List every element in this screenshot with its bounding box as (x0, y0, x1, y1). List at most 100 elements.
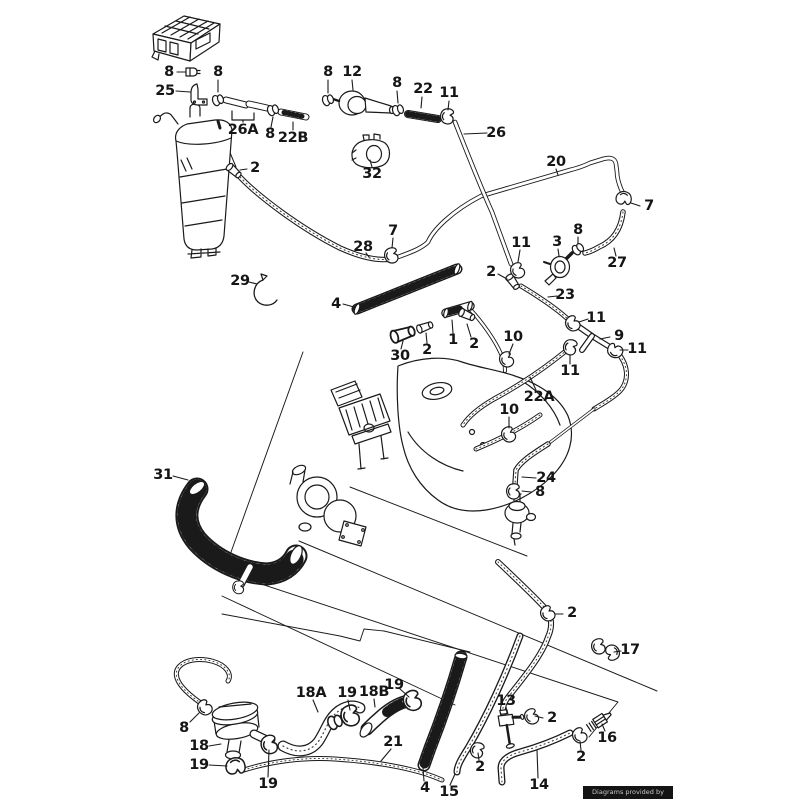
leader-line-25 (175, 90, 191, 93)
part-label-14: 14 (529, 776, 549, 793)
leader-line-13 (505, 706, 508, 714)
part-label-32: 32 (362, 165, 382, 182)
part-label-18A: 18A (295, 684, 327, 701)
corrugated-hose-4-lower (417, 650, 468, 772)
part-label-2: 2 (547, 709, 557, 726)
part-label-19: 19 (189, 756, 209, 773)
part-label-8: 8 (323, 63, 333, 80)
leader-line-14 (536, 749, 539, 779)
leader-line-15 (449, 773, 456, 786)
part-label-7: 7 (388, 222, 398, 239)
leader-line-26 (463, 132, 488, 135)
leader-line-1 (451, 319, 454, 334)
leader-line-18A (312, 699, 319, 713)
ribbed-tube-22 (404, 110, 442, 123)
hose-22A (460, 347, 570, 428)
part-label-19: 19 (258, 775, 278, 792)
part-label-24: 24 (536, 469, 556, 486)
hose-15 (453, 632, 524, 776)
leader-line-7 (630, 202, 641, 207)
leader-line-31 (172, 475, 189, 481)
leader-line-9 (599, 336, 611, 340)
hose-20 (395, 155, 626, 260)
part-label-19: 19 (337, 684, 357, 701)
part-label-26: 26 (486, 124, 506, 141)
leader-line-23 (547, 295, 558, 298)
valve-13 (497, 709, 525, 749)
part-label-2: 2 (422, 341, 432, 358)
part-label-2: 2 (250, 159, 260, 176)
part-label-11: 11 (560, 362, 580, 379)
leader-line-11 (517, 249, 521, 263)
part-label-21: 21 (383, 733, 403, 750)
part-label-13: 13 (496, 692, 516, 709)
part-label-4: 4 (420, 779, 430, 796)
part-label-16: 16 (597, 729, 617, 746)
leader-line-11 (447, 100, 450, 111)
part-label-9: 9 (614, 327, 624, 344)
part-label-2: 2 (469, 335, 479, 352)
part-label-2: 2 (567, 604, 577, 621)
leader-line-24 (521, 476, 537, 479)
valve-12 (331, 90, 396, 116)
part-label-26A: 26A (227, 121, 259, 138)
leader-line-2 (534, 715, 544, 719)
leader-line-2 (466, 323, 472, 338)
leader-line-19 (347, 699, 351, 711)
part-label-8: 8 (392, 74, 402, 91)
leader-line-3 (557, 248, 560, 257)
part-label-31: 31 (153, 466, 173, 483)
leader-line-22 (420, 96, 423, 109)
part-label-8: 8 (535, 483, 545, 500)
part-label-17: 17 (620, 641, 640, 658)
part-label-20: 20 (546, 153, 566, 170)
leader-line-19 (399, 688, 410, 698)
leader-line-8 (521, 490, 532, 493)
hose-23 (518, 283, 572, 323)
hose-8-vent (173, 657, 232, 709)
part-label-10: 10 (499, 401, 519, 418)
part-label-22B: 22B (277, 129, 309, 146)
leader-line-22A (529, 376, 537, 391)
grommet-32 (351, 133, 391, 169)
leader-line-2 (425, 332, 428, 344)
leader-line-18 (208, 743, 222, 747)
hose-27 (582, 209, 626, 256)
leader-line-8 (189, 712, 200, 723)
part-label-11: 11 (439, 84, 459, 101)
leader-line-16 (601, 723, 606, 732)
part-label-3: 3 (552, 233, 562, 250)
turbocharger (289, 464, 367, 547)
leader-line-4 (342, 303, 355, 308)
hose-21 (241, 756, 445, 783)
leader-line-2 (239, 168, 248, 171)
leader-line-17 (613, 650, 622, 653)
part-label-8: 8 (573, 221, 583, 238)
leader-line-19 (208, 764, 228, 767)
part-label-12: 12 (342, 63, 362, 80)
hose-26 (452, 119, 514, 267)
leader-line-32 (369, 159, 373, 168)
leader-line-12 (351, 79, 354, 91)
clip-29 (253, 273, 278, 306)
leader-line-18B (373, 698, 376, 708)
part-label-28: 28 (353, 238, 373, 255)
connector-block (151, 15, 221, 62)
part-label-11: 11 (586, 309, 606, 326)
part-label-15: 15 (439, 783, 459, 800)
part-label-4: 4 (331, 295, 341, 312)
bracket-26A (231, 110, 255, 123)
part-label-2: 2 (486, 263, 496, 280)
leader-line-4 (422, 767, 425, 782)
part-label-18: 18 (189, 737, 209, 754)
part-label-18B: 18B (358, 683, 390, 700)
part-1-hose-piece (441, 300, 475, 319)
leader-line-27 (613, 247, 617, 257)
part-label-2: 2 (576, 748, 586, 765)
part-label-27: 27 (607, 254, 627, 271)
watermark: Diagrams provided by catalogs parts (583, 786, 673, 799)
hose-14 (497, 729, 574, 786)
part-label-8: 8 (164, 63, 174, 80)
